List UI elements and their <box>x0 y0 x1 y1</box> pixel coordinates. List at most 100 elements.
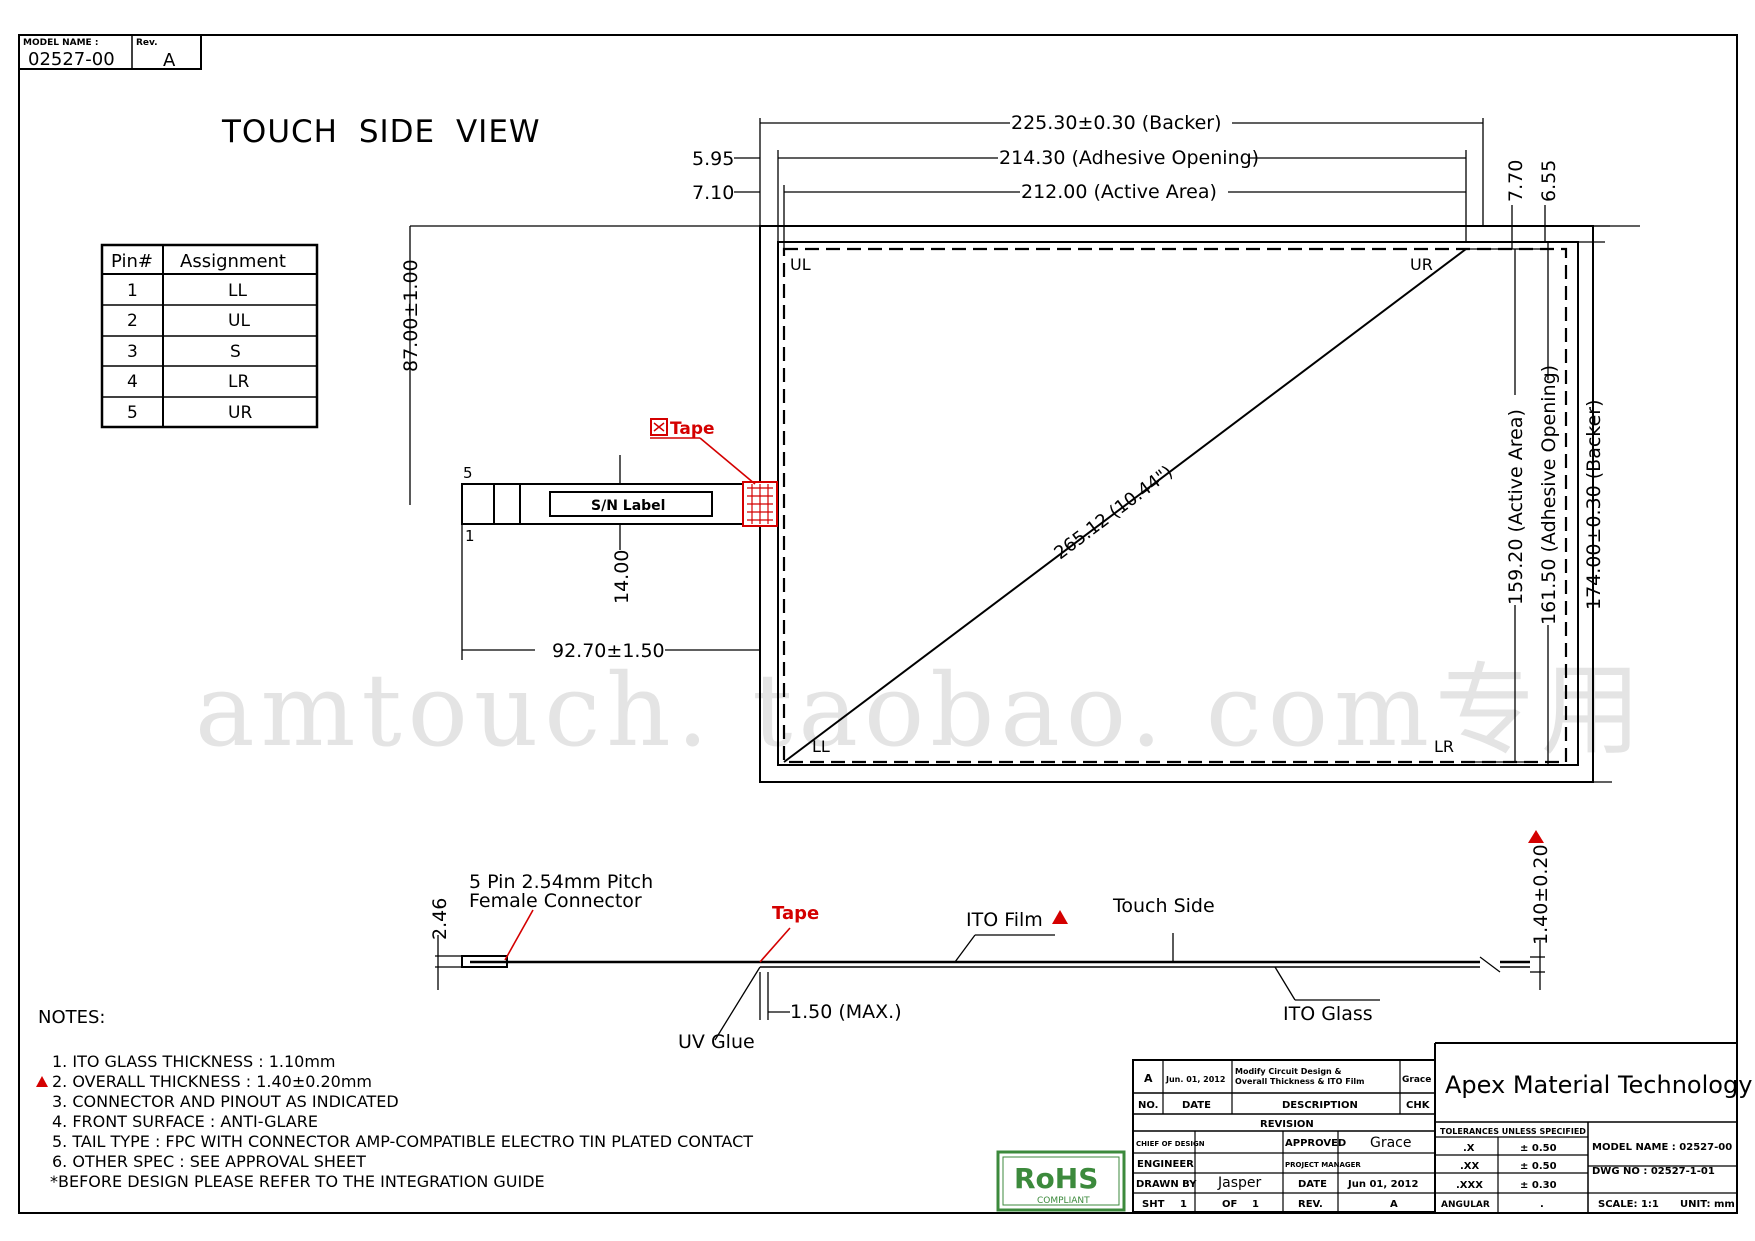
rev-row-rev: A <box>1144 1072 1153 1085</box>
company-name: Apex Material Technology Corp. <box>1445 1071 1755 1099</box>
overall-thickness-dim: 1.40±0.20 <box>1530 844 1552 945</box>
corner-label-ll: LL <box>812 737 830 756</box>
diagonal-dimension: 265.12 (10.44") <box>1050 462 1177 564</box>
pin-table-cell: 1 <box>127 281 138 301</box>
rev-value: A <box>163 50 176 71</box>
of-label: OF <box>1222 1199 1237 1210</box>
note-item: 5. TAIL TYPE : FPC WITH CONNECTOR AMP-CO… <box>52 1132 753 1151</box>
uv-glue-max-dim: 1.50 (MAX.) <box>790 1001 902 1023</box>
watermark: amtouch. taobao. com专用 <box>195 652 1647 769</box>
corner-label-lr: LR <box>1434 737 1454 756</box>
active-width-dim: 212.00 (Active Area) <box>1021 181 1217 203</box>
pin-table-cell: LR <box>228 372 249 392</box>
rev-value-bottom: A <box>1390 1199 1398 1210</box>
tolerance-label: ANGULAR <box>1441 1200 1490 1210</box>
revision-block <box>1132 1042 1737 1213</box>
rev-row-desc-1: Modify Circuit Design & <box>1235 1067 1342 1076</box>
tolerance-value: ± 0.50 <box>1520 1143 1557 1154</box>
pin-table-header-assignment: Assignment <box>180 251 286 272</box>
pin-table: Pin# Assignment 1 LL 2 UL 3 S 4 LR 5 UR <box>100 243 319 429</box>
dwg-no-info: DWG NO : 02527-1-01 <box>1592 1166 1715 1177</box>
drawing-border <box>18 34 1738 1214</box>
rohs-title: RoHS <box>1014 1162 1098 1195</box>
approved-label: APPROVED <box>1285 1138 1346 1149</box>
model-name-value: 02527-00 <box>28 49 115 70</box>
tail-offset-dim: 87.00±1.00 <box>400 259 422 372</box>
notes-heading: NOTES: <box>38 1007 106 1028</box>
rohs-subtitle: COMPLIANT <box>1037 1196 1090 1206</box>
tape-icon <box>650 418 668 436</box>
drawn-by-label: DRAWN BY <box>1136 1179 1197 1190</box>
approved-value: Grace <box>1370 1135 1412 1151</box>
scale-info: SCALE: 1:1 <box>1598 1199 1659 1210</box>
tolerance-label: .XX <box>1460 1161 1480 1172</box>
pin-table-cell: 4 <box>127 372 138 392</box>
tail-length-dim: 92.70±1.50 <box>552 640 665 662</box>
side-view <box>435 933 1545 1041</box>
tolerances: TOLERANCES UNLESS SPECIFIED .X ± 0.50 .X… <box>1440 1127 1586 1210</box>
note-item: 1. ITO GLASS THICKNESS : 1.10mm <box>52 1052 335 1071</box>
rev-col-description: DESCRIPTION <box>1282 1100 1358 1111</box>
pin-table-header-pin: Pin# <box>111 251 153 272</box>
project-manager-label: PROJECT MANAGER <box>1285 1161 1361 1169</box>
touch-side-label: Touch Side <box>1112 895 1215 917</box>
rev-label: Rev. <box>136 38 158 48</box>
connector-height-dim: 2.46 <box>429 898 451 940</box>
uv-glue-label: UV Glue <box>678 1031 755 1053</box>
view-title: TOUCH SIDE VIEW <box>221 114 541 150</box>
active-area-outline <box>782 247 1568 764</box>
tape-label-top: Tape <box>670 419 715 439</box>
dim-6-55: 6.55 <box>1538 160 1560 202</box>
revision-label: REVISION <box>1260 1119 1314 1130</box>
rev-label-bottom: REV. <box>1298 1199 1323 1210</box>
rev-col-date: DATE <box>1182 1100 1211 1111</box>
rev-col-no: NO. <box>1138 1100 1158 1111</box>
pin1-marker: 1 <box>465 527 475 545</box>
adhesive-width-dim: 214.30 (Adhesive Opening) <box>999 147 1259 169</box>
model-name-label: MODEL NAME : <box>23 38 98 48</box>
connector-leader <box>504 909 534 961</box>
sht-label: SHT <box>1142 1199 1165 1210</box>
pin-table-cell: 2 <box>127 311 138 331</box>
corner-label-ur: UR <box>1410 255 1433 274</box>
side-connector <box>461 955 508 968</box>
note-item: 4. FRONT SURFACE : ANTI-GLARE <box>52 1112 318 1131</box>
active-height-dim: 159.20 (Active Area) <box>1505 409 1527 605</box>
drawn-by-value: Jasper <box>1217 1175 1262 1191</box>
sn-label: S/N Label <box>591 498 665 514</box>
diagonal-line <box>783 248 1467 763</box>
rev-row-chk: Grace <box>1402 1075 1431 1085</box>
tail-width-dim: 14.00 <box>611 550 633 604</box>
right-dimension-lines <box>1466 226 1612 783</box>
sht-value: 1 <box>1180 1199 1187 1210</box>
pin-table-cell: UL <box>228 311 250 331</box>
chief-of-design-label: CHIEF OF DESIGN <box>1136 1140 1205 1148</box>
tolerance-value: . <box>1540 1199 1544 1210</box>
dim-5-95: 5.95 <box>692 148 734 170</box>
connector-label-2: Female Connector <box>469 890 642 912</box>
top-dimension-lines <box>734 118 1640 250</box>
note-item: *BEFORE DESIGN PLEASE REFER TO THE INTEG… <box>50 1172 545 1191</box>
backer-width-dim: 225.30±0.30 (Backer) <box>1011 112 1222 134</box>
rev-row-date: Jun. 01, 2012 <box>1165 1075 1225 1084</box>
revision-triangle-icon <box>1052 910 1068 924</box>
model-info: MODEL NAME : 02527-00 DWG NO : 02527-1-0… <box>1592 1142 1735 1210</box>
pin-table-cell: 3 <box>127 342 138 362</box>
revision-triangle-icon <box>36 1076 48 1087</box>
backer-height-dim: 174.00±0.30 (Backer) <box>1583 399 1605 610</box>
right-top-dim-lines <box>1511 205 1546 249</box>
dim-7-10: 7.10 <box>692 182 734 204</box>
rev-row-desc-2: Overall Thickness & ITO Film <box>1235 1077 1365 1086</box>
adhesive-height-dim: 161.50 (Adhesive Opening) <box>1538 365 1560 625</box>
corner-label-ul: UL <box>790 255 811 274</box>
tolerance-label: .XXX <box>1456 1180 1483 1191</box>
of-value: 1 <box>1252 1199 1259 1210</box>
revision-triangle-icon <box>1528 830 1544 843</box>
rev-col-chk: CHK <box>1406 1100 1431 1111</box>
pin-table-cell: LL <box>228 281 247 301</box>
note-item: 2. OVERALL THICKNESS : 1.40±0.20mm <box>52 1072 372 1091</box>
rohs-badge: RoHS COMPLIANT <box>996 1150 1126 1212</box>
tape-leader <box>759 927 791 963</box>
date-label: DATE <box>1298 1179 1327 1190</box>
